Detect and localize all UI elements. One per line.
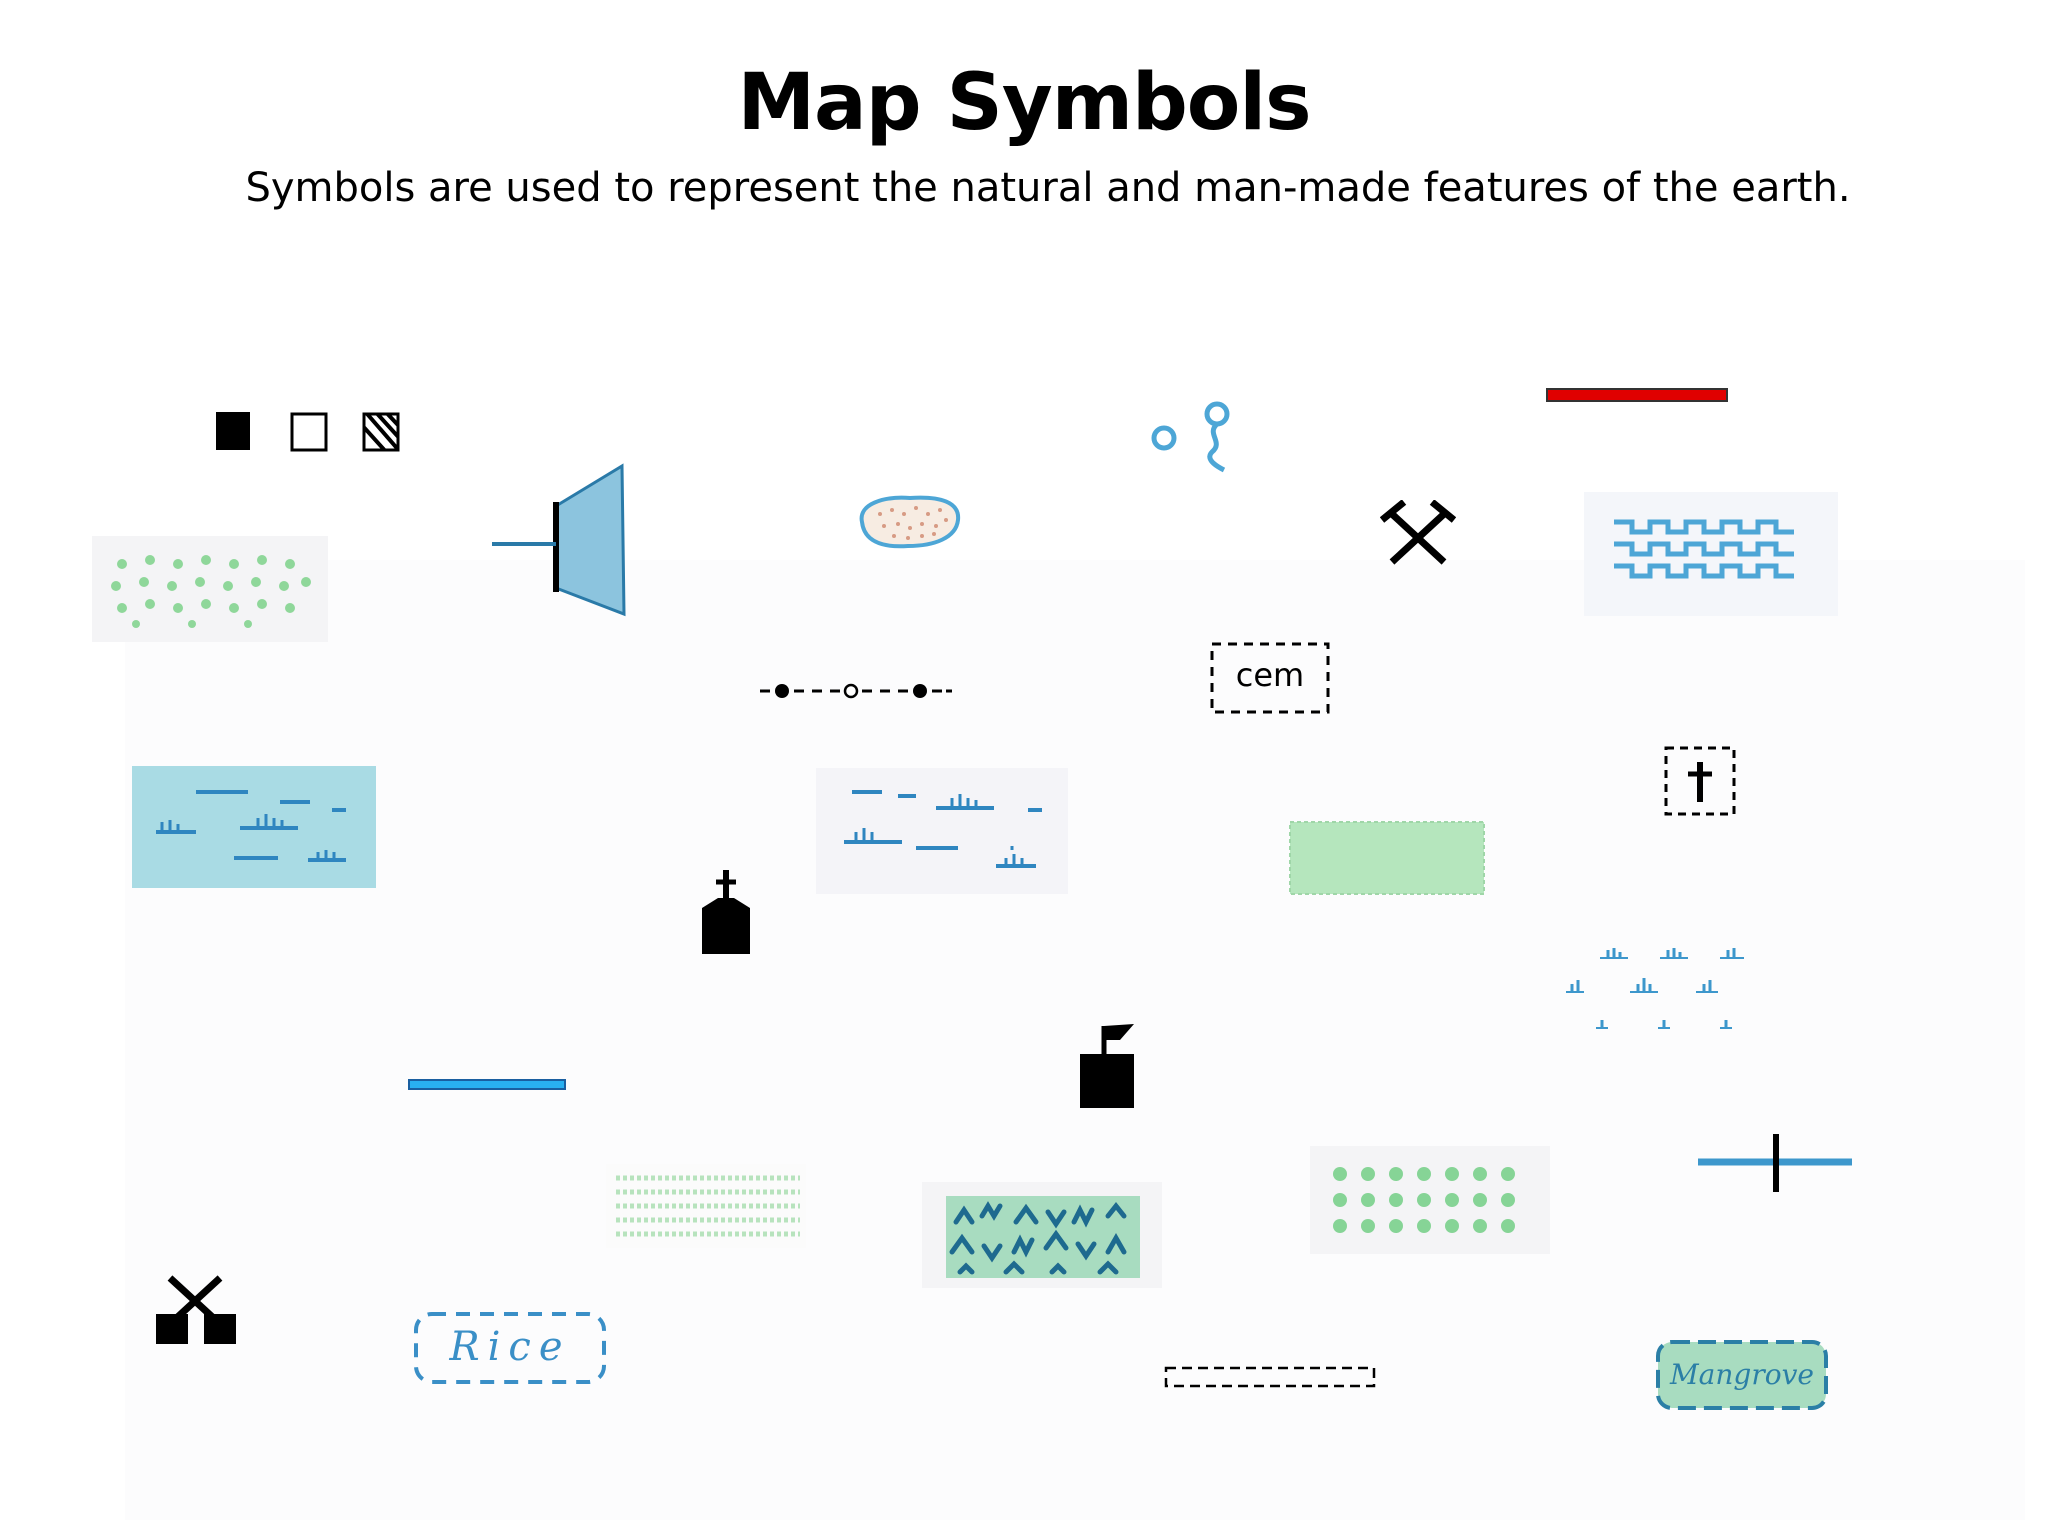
sand-dune-symbol bbox=[854, 488, 964, 554]
church-symbol bbox=[696, 868, 756, 956]
orchard-symbol bbox=[606, 1164, 806, 1248]
dashed-box-symbol bbox=[1164, 1364, 1376, 1392]
railway-line-symbol bbox=[1546, 386, 1728, 406]
green-area-symbol bbox=[1288, 820, 1486, 896]
christian-grave-symbol bbox=[1662, 744, 1738, 818]
mangrove-symbol: Mangrove bbox=[1654, 1336, 1830, 1416]
reeds-symbol bbox=[1564, 944, 1766, 1036]
water-line-symbol bbox=[408, 1078, 566, 1092]
boundary-symbol bbox=[758, 676, 954, 706]
building-symbols bbox=[212, 408, 412, 454]
post-office-symbol bbox=[1078, 1022, 1138, 1110]
cemetery-label: cem bbox=[1235, 656, 1305, 694]
power-line-symbol bbox=[1696, 1130, 1856, 1194]
forest-symbol bbox=[922, 1182, 1162, 1288]
grass-symbol bbox=[92, 536, 328, 642]
mine-symbol bbox=[1380, 500, 1456, 570]
page-subtitle: Symbols are used to represent the natura… bbox=[245, 165, 1851, 211]
spring-symbol bbox=[1146, 398, 1236, 480]
plantation-symbol bbox=[1310, 1146, 1550, 1254]
mangrove-label: Mangrove bbox=[1670, 1358, 1814, 1391]
marsh-symbol bbox=[816, 768, 1068, 894]
rice-label: Rice bbox=[449, 1324, 571, 1370]
page-title: Map Symbols bbox=[737, 58, 1311, 148]
cemetery-box-symbol: cem bbox=[1208, 640, 1332, 716]
rice-symbol: Rice bbox=[412, 1308, 608, 1388]
swamp-symbol bbox=[132, 766, 376, 888]
dam-symbol bbox=[490, 462, 630, 622]
water-pattern-symbol bbox=[1584, 492, 1838, 616]
battlefield-symbol bbox=[154, 1272, 238, 1346]
